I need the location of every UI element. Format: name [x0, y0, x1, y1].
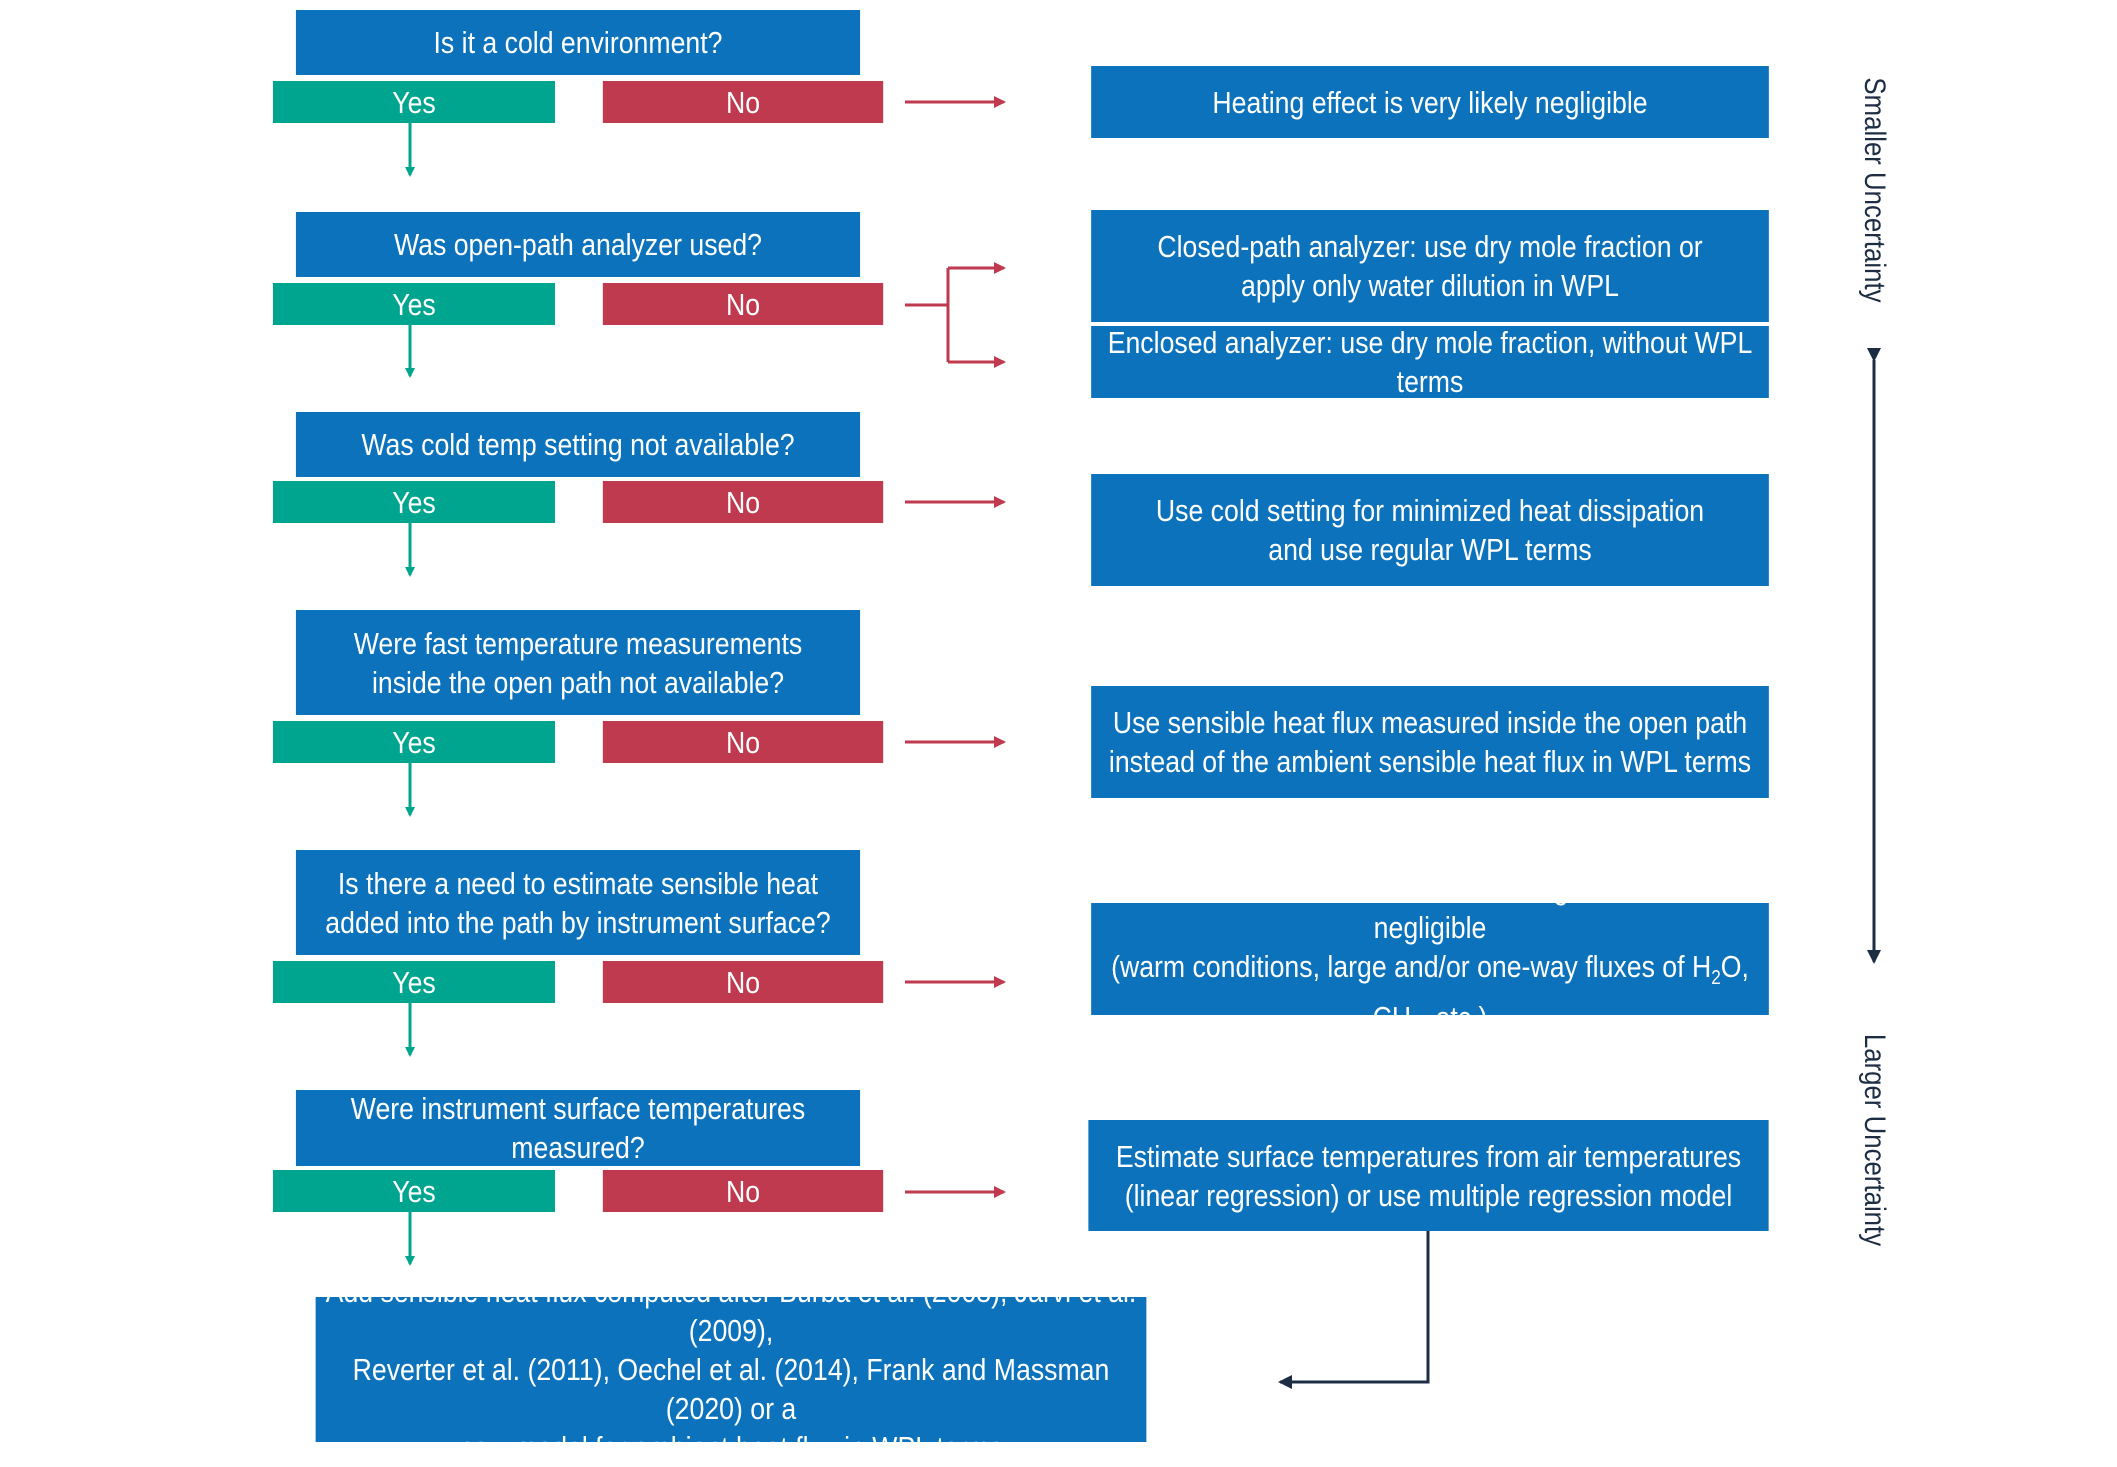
question-1-box: Is it a cold environment? — [295, 10, 861, 75]
outcome-final: Add sensible heat flux computed after Bu… — [315, 1274, 1147, 1465]
question-4-yes: Yes — [272, 721, 556, 763]
surface-line-2-mid: O, CH — [1372, 948, 1749, 1035]
yes-label: Yes — [392, 964, 436, 1000]
yes-label: Yes — [392, 724, 436, 760]
question-5-yes: Yes — [272, 961, 556, 1003]
question-1-yes: Yes — [272, 81, 556, 123]
estimate-to-final-connector — [1278, 1231, 1430, 1389]
outcome-cold-setting-text: Use cold setting for minimized heat diss… — [1155, 493, 1705, 567]
no-arrow-2-split — [905, 268, 950, 307]
surface-line-2-suffix: , etc.) — [1420, 1000, 1488, 1035]
question-5-box: Is there a need to estimate sensible hea… — [295, 850, 861, 955]
question-6-yes: Yes — [272, 1170, 556, 1212]
surface-line-2: (warm conditions, large and/or one-way f… — [1111, 948, 1749, 1040]
yes-label: Yes — [392, 84, 436, 120]
question-5-text: Is there a need to estimate sensible hea… — [325, 865, 831, 940]
question-4-text: Were fast temperature measurements insid… — [353, 625, 803, 700]
no-label: No — [725, 964, 761, 1000]
no-label: No — [725, 84, 761, 120]
question-1-no: No — [602, 81, 884, 123]
question-2-box: Was open-path analyzer used? — [295, 212, 861, 277]
subscript-4: 4 — [1411, 1018, 1421, 1041]
outcome-enclosed-text: Enclosed analyzer: use dry mole fraction… — [1107, 325, 1753, 399]
question-3-no: No — [602, 481, 884, 523]
no-label: No — [725, 1173, 761, 1209]
outcome-estimate-surface: Estimate surface temperatures from air t… — [1088, 1120, 1769, 1231]
outcome-open-path-flux: Use sensible heat flux measured inside t… — [1091, 686, 1769, 798]
yes-label: Yes — [392, 1173, 436, 1209]
outcome-surface-negligible-text: Effect of instrument surface heating is … — [1091, 869, 1769, 1049]
yes-label: Yes — [392, 484, 436, 520]
no-label: No — [725, 286, 761, 322]
larger-uncertainty-label: Larger Uncertainty — [1858, 1033, 1891, 1247]
question-2-text: Was open-path analyzer used? — [393, 227, 763, 262]
outcome-enclosed: Enclosed analyzer: use dry mole fraction… — [1091, 325, 1769, 399]
question-3-text: Was cold temp setting not available? — [361, 427, 795, 462]
outcome-final-text: Add sensible heat flux computed after Bu… — [325, 1274, 1137, 1465]
question-3-yes: Yes — [272, 481, 556, 523]
surface-line-1: Effect of instrument surface heating is … — [1149, 870, 1711, 945]
surface-line-2-prefix: (warm conditions, large and/or one-way f… — [1111, 948, 1712, 984]
outcome-closed-path-text: Closed-path analyzer: use dry mole fract… — [1157, 229, 1703, 303]
outcome-heating-negligible-text: Heating effect is very likely negligible — [1212, 84, 1648, 120]
yes-label: Yes — [392, 286, 436, 322]
question-2-no: No — [602, 283, 884, 325]
outcome-surface-negligible: Effect of instrument surface heating is … — [1091, 871, 1769, 1040]
question-2-yes: Yes — [272, 283, 556, 325]
question-4-box: Were fast temperature measurements insid… — [295, 610, 861, 715]
question-4-no: No — [602, 721, 884, 763]
question-5-no: No — [602, 961, 884, 1003]
question-3-box: Was cold temp setting not available? — [295, 412, 861, 477]
outcome-closed-path: Closed-path analyzer: use dry mole fract… — [1091, 210, 1769, 322]
question-6-box: Were instrument surface temperatures mea… — [295, 1090, 861, 1166]
outcome-open-path-flux-text: Use sensible heat flux measured inside t… — [1108, 705, 1752, 779]
subscript-2: 2 — [1711, 967, 1721, 989]
no-label: No — [725, 484, 761, 520]
question-1-text: Is it a cold environment? — [433, 25, 723, 60]
outcome-estimate-surface-text: Estimate surface temperatures from air t… — [1115, 1138, 1742, 1213]
question-6-text: Were instrument surface temperatures mea… — [350, 1091, 806, 1165]
smaller-uncertainty-label: Smaller Uncertainty — [1858, 77, 1891, 303]
no-label: No — [725, 724, 761, 760]
outcome-heating-negligible: Heating effect is very likely negligible — [1091, 66, 1769, 138]
question-6-no: No — [602, 1170, 884, 1212]
outcome-cold-setting: Use cold setting for minimized heat diss… — [1091, 474, 1769, 586]
